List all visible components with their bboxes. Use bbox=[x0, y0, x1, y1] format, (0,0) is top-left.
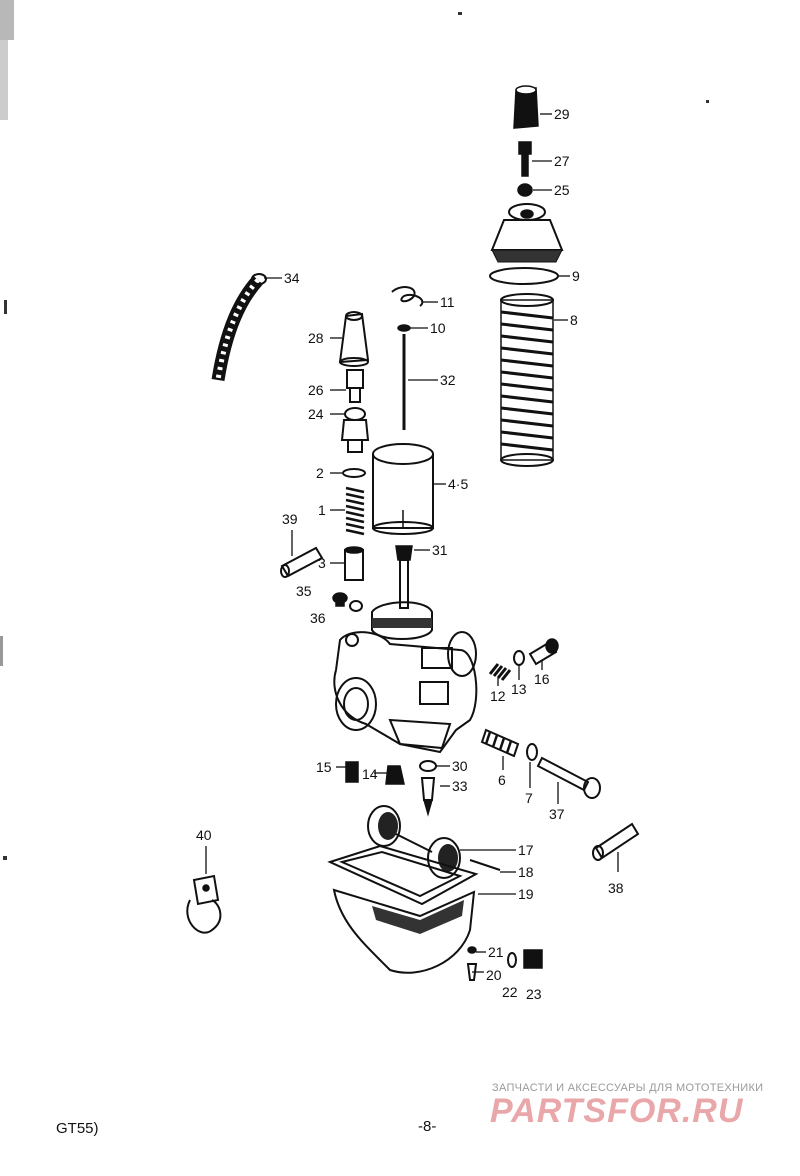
model-code: GT55) bbox=[56, 1120, 99, 1137]
part-9-gasket bbox=[489, 267, 559, 285]
part-24-nut bbox=[340, 407, 370, 453]
part-31-stem bbox=[395, 545, 413, 609]
part-15-jet bbox=[345, 761, 359, 783]
callout-12: 12 bbox=[490, 688, 506, 704]
part-37-screw bbox=[536, 756, 601, 799]
part-2-ring bbox=[342, 468, 366, 478]
callout-37: 37 bbox=[549, 806, 565, 822]
part-6-spring bbox=[480, 728, 520, 758]
callout-labels: 29 27 25 9 8 34 11 10 28 32 26 24 2 4·5 … bbox=[196, 106, 624, 1002]
callout-3: 3 bbox=[318, 555, 326, 571]
callout-21: 21 bbox=[488, 944, 504, 960]
part-10-washer bbox=[397, 324, 411, 332]
callout-30: 30 bbox=[452, 758, 468, 774]
callout-36: 36 bbox=[310, 610, 326, 626]
part-25-nut bbox=[517, 183, 533, 197]
callout-26: 26 bbox=[308, 382, 324, 398]
callout-32: 32 bbox=[440, 372, 456, 388]
callout-35: 35 bbox=[296, 583, 312, 599]
callout-40: 40 bbox=[196, 827, 212, 843]
callout-15: 15 bbox=[316, 759, 332, 775]
part-36-ring bbox=[349, 600, 363, 612]
part-16-screw bbox=[528, 638, 559, 666]
carburetor-body bbox=[333, 601, 478, 754]
callout-9: 9 bbox=[572, 268, 580, 284]
part-30-washer bbox=[419, 760, 437, 772]
part-14-jet bbox=[385, 765, 405, 785]
mixing-chamber-top bbox=[490, 203, 564, 263]
callout-23: 23 bbox=[526, 986, 542, 1002]
callout-33: 33 bbox=[452, 778, 468, 794]
part-35-screw bbox=[332, 592, 348, 607]
float-bowl bbox=[332, 888, 476, 974]
callout-17: 17 bbox=[518, 842, 534, 858]
part-12-spring bbox=[488, 663, 512, 681]
part-20-spring bbox=[466, 963, 478, 981]
callout-6: 6 bbox=[498, 772, 506, 788]
part-34-hose bbox=[211, 273, 267, 382]
part-7-ring bbox=[526, 743, 538, 761]
callout-38: 38 bbox=[608, 880, 624, 896]
callout-34: 34 bbox=[284, 270, 300, 286]
leader-lines bbox=[205, 113, 619, 973]
part-27-adjuster bbox=[518, 141, 532, 177]
part-13-ring bbox=[513, 650, 525, 666]
callout-4-5: 4·5 bbox=[448, 476, 468, 492]
callout-11: 11 bbox=[440, 294, 455, 310]
part-28-cap bbox=[338, 311, 370, 367]
part-29-cap bbox=[513, 85, 539, 129]
part-40-clamp bbox=[186, 874, 222, 934]
callout-39: 39 bbox=[282, 511, 298, 527]
callout-7: 7 bbox=[525, 790, 533, 806]
callout-13: 13 bbox=[511, 681, 527, 697]
callout-31: 31 bbox=[432, 542, 448, 558]
part-11-clip bbox=[391, 286, 424, 307]
part-23-drain-screw bbox=[523, 949, 543, 969]
page-number: -8- bbox=[418, 1118, 437, 1135]
part-22-ring bbox=[507, 952, 517, 968]
part-3-plunger bbox=[344, 546, 364, 581]
callout-28: 28 bbox=[308, 330, 324, 346]
callout-8: 8 bbox=[570, 312, 578, 328]
part-39-pipe bbox=[280, 546, 324, 578]
callout-18: 18 bbox=[518, 864, 534, 880]
part-21-screw bbox=[467, 946, 477, 954]
part-1-spring bbox=[345, 486, 365, 536]
part-19-gasket bbox=[327, 844, 479, 906]
callout-2: 2 bbox=[316, 465, 324, 481]
part-4-5-throttle-valve bbox=[372, 443, 434, 535]
part-26-plunger bbox=[346, 369, 364, 403]
part-8-spring bbox=[500, 293, 554, 467]
callout-1: 1 bbox=[318, 502, 326, 518]
callout-10: 10 bbox=[430, 320, 446, 336]
watermark-subtitle: ЗАПЧАСТИ И АКСЕССУАРЫ ДЛЯ МОТОТЕХНИКИ bbox=[492, 1082, 764, 1094]
callout-24: 24 bbox=[308, 406, 324, 422]
part-33-needle-valve bbox=[420, 777, 436, 817]
scan-noise bbox=[0, 0, 709, 860]
callout-20: 20 bbox=[486, 967, 502, 983]
callout-22: 22 bbox=[502, 984, 518, 1000]
watermark-logo: PARTSFOR.RU bbox=[490, 1092, 744, 1130]
callout-19: 19 bbox=[518, 886, 534, 902]
callout-14: 14 bbox=[362, 766, 378, 782]
callout-16: 16 bbox=[534, 671, 550, 687]
part-38-pipe bbox=[592, 822, 640, 861]
callout-25: 25 bbox=[554, 182, 570, 198]
callout-29: 29 bbox=[554, 106, 570, 122]
callout-27: 27 bbox=[554, 153, 570, 169]
